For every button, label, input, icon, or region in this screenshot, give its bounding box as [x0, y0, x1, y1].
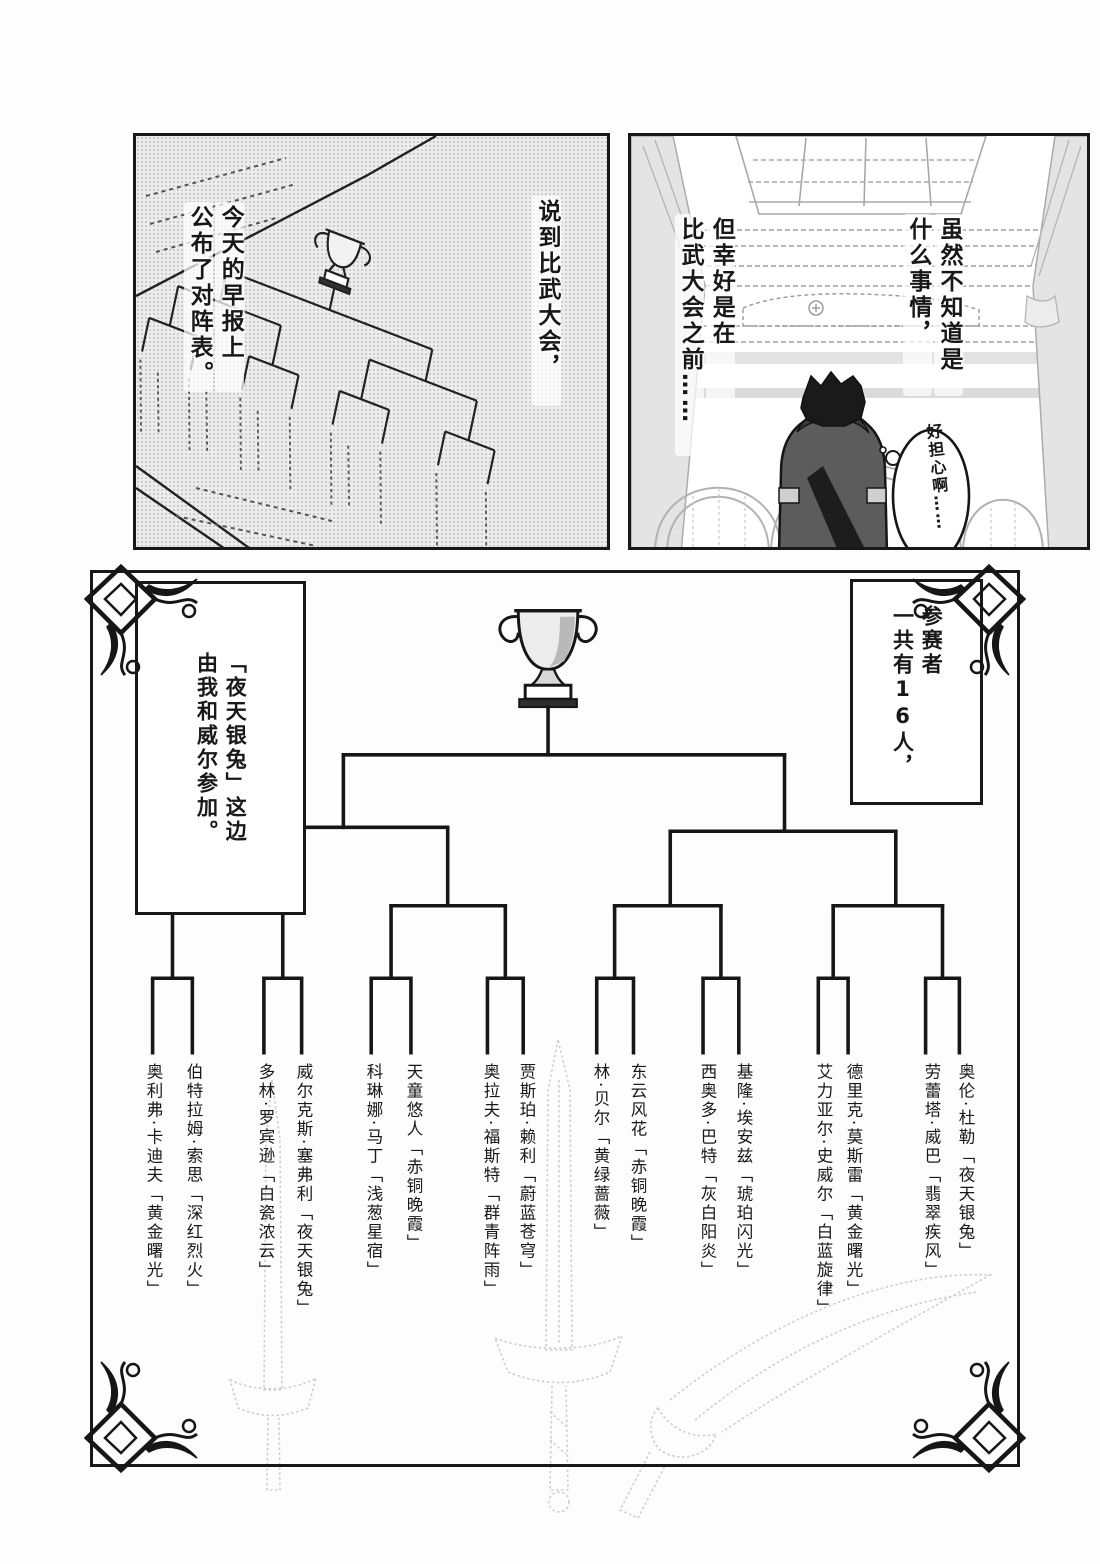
participant-name: 奥伦·杜勒「夜天银兔」 — [956, 1063, 975, 1261]
panel-tournament-bracket: 「夜天银兔」这边 由我和威尔参加。 参赛者 一共有16人， 奥利弗·卡迪夫「黄金… — [83, 563, 1027, 1474]
participant-name: 贾斯珀·赖利「蔚蓝苍穹」 — [517, 1063, 536, 1280]
sword-sketches — [228, 1039, 993, 1520]
note-line: 「夜天银兔」这边 — [223, 652, 248, 844]
participant-name: 林·贝尔「黄绿蔷薇」 — [591, 1063, 610, 1242]
participant-name: 劳蕾塔·威巴「翡翠疾风」 — [922, 1063, 941, 1280]
participant-name: 奥利弗·卡迪夫「黄金曙光」 — [144, 1063, 163, 1299]
caption-line: 但幸好是在 — [706, 214, 736, 456]
participant-name: 多林·罗宾逊「白瓷浓云」 — [256, 1063, 275, 1280]
speech-bubble — [879, 428, 971, 547]
character-figure — [777, 370, 889, 547]
scribble-names — [139, 359, 488, 547]
bracket-lines — [150, 609, 962, 1055]
caption-wonder: 虽然不知道是 什么事情， — [901, 214, 965, 396]
participant-name: 伯特拉姆·索思「深红烈火」 — [184, 1063, 203, 1299]
participant-name: 天童悠人「赤铜晚霞」 — [404, 1063, 423, 1253]
corner-flourish-icon — [912, 563, 1027, 676]
panel-hall-scene: 虽然不知道是 什么事情， 但幸好是在 比武大会之前…… 好担心啊…… — [628, 133, 1090, 550]
participant-name: 艾力亚尔·史威尔「白蓝旋律」 — [814, 1063, 833, 1318]
participant-name: 东云风花「赤铜晚霞」 — [628, 1063, 647, 1253]
caption-relief: 但幸好是在 比武大会之前…… — [673, 214, 737, 456]
caption-report: 今天的早报上 公布了对阵表。 — [182, 202, 246, 392]
caption-line: 说到比武大会， — [531, 196, 561, 406]
note-team-box: 「夜天银兔」这边 由我和威尔参加。 — [135, 581, 306, 915]
participant-name: 科琳娜·马丁「浅葱星宿」 — [364, 1063, 383, 1280]
corner-flourish-icon — [83, 1361, 198, 1474]
corner-flourish-icon — [912, 1361, 1027, 1474]
participant-name: 基隆·埃安兹「琥珀闪光」 — [734, 1063, 753, 1280]
trophy-icon — [498, 609, 598, 709]
caption-line: 比武大会之前…… — [675, 214, 705, 456]
panel-newspaper: 说到比武大会， 今天的早报上 公布了对阵表。 — [133, 133, 610, 550]
corner-flourish-icon — [83, 563, 198, 676]
caption-line: 虽然不知道是 — [933, 214, 963, 396]
note-line: 由我和威尔参加。 — [194, 652, 219, 844]
caption-line: 公布了对阵表。 — [184, 202, 214, 392]
participant-name: 西奥多·巴特「灰白阳炎」 — [698, 1063, 717, 1280]
note-line: 一共有16人， — [890, 605, 915, 779]
caption-line: 什么事情， — [902, 214, 932, 396]
participant-name: 奥拉夫·福斯特「群青阵雨」 — [481, 1063, 500, 1299]
caption-topic: 说到比武大会， — [530, 196, 563, 406]
character-hair — [800, 370, 866, 427]
note-team-text: 「夜天银兔」这边 由我和威尔参加。 — [190, 652, 252, 844]
participant-name: 德里克·莫斯雷「黄金曙光」 — [844, 1063, 863, 1299]
participant-name: 威尔克斯·塞弗利「夜天银兔」 — [294, 1063, 313, 1318]
caption-line: 今天的早报上 — [215, 202, 245, 392]
